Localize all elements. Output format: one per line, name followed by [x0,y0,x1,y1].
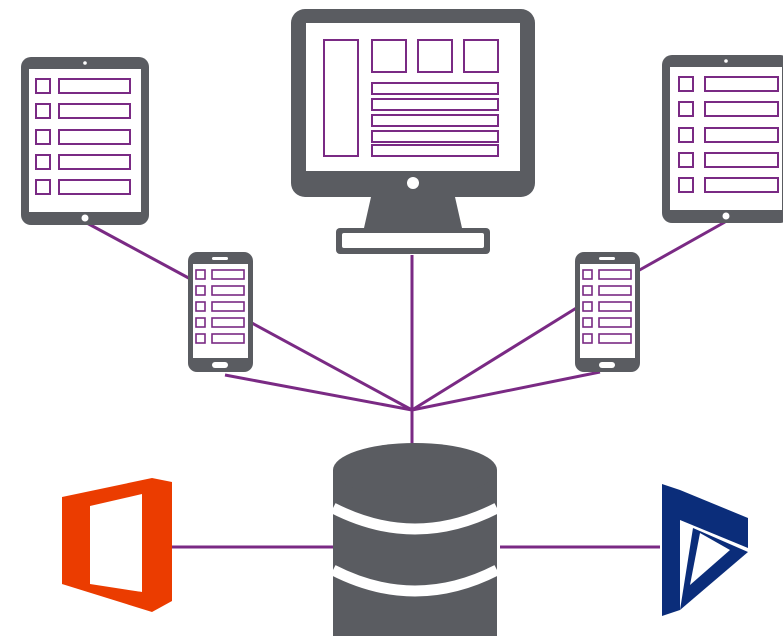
connector-phone-right-upper [411,305,579,412]
connector-tablet-right [635,220,726,274]
tablet-icon [662,55,783,223]
connector-lines [84,220,726,549]
smartphone-icon [575,252,640,372]
connector-phone-left-upper [249,320,413,412]
database-icon [330,443,500,644]
microsoft-office-logo [62,478,172,612]
connector-phone-right-lower [411,370,601,412]
tablet-icon [21,57,149,225]
microsoft-dynamics-logo [662,484,748,616]
connector-tablet-left [84,220,197,284]
desktop-monitor-icon [291,9,535,254]
smartphone-icon [188,252,253,372]
connector-phone-left-lower [224,373,413,412]
